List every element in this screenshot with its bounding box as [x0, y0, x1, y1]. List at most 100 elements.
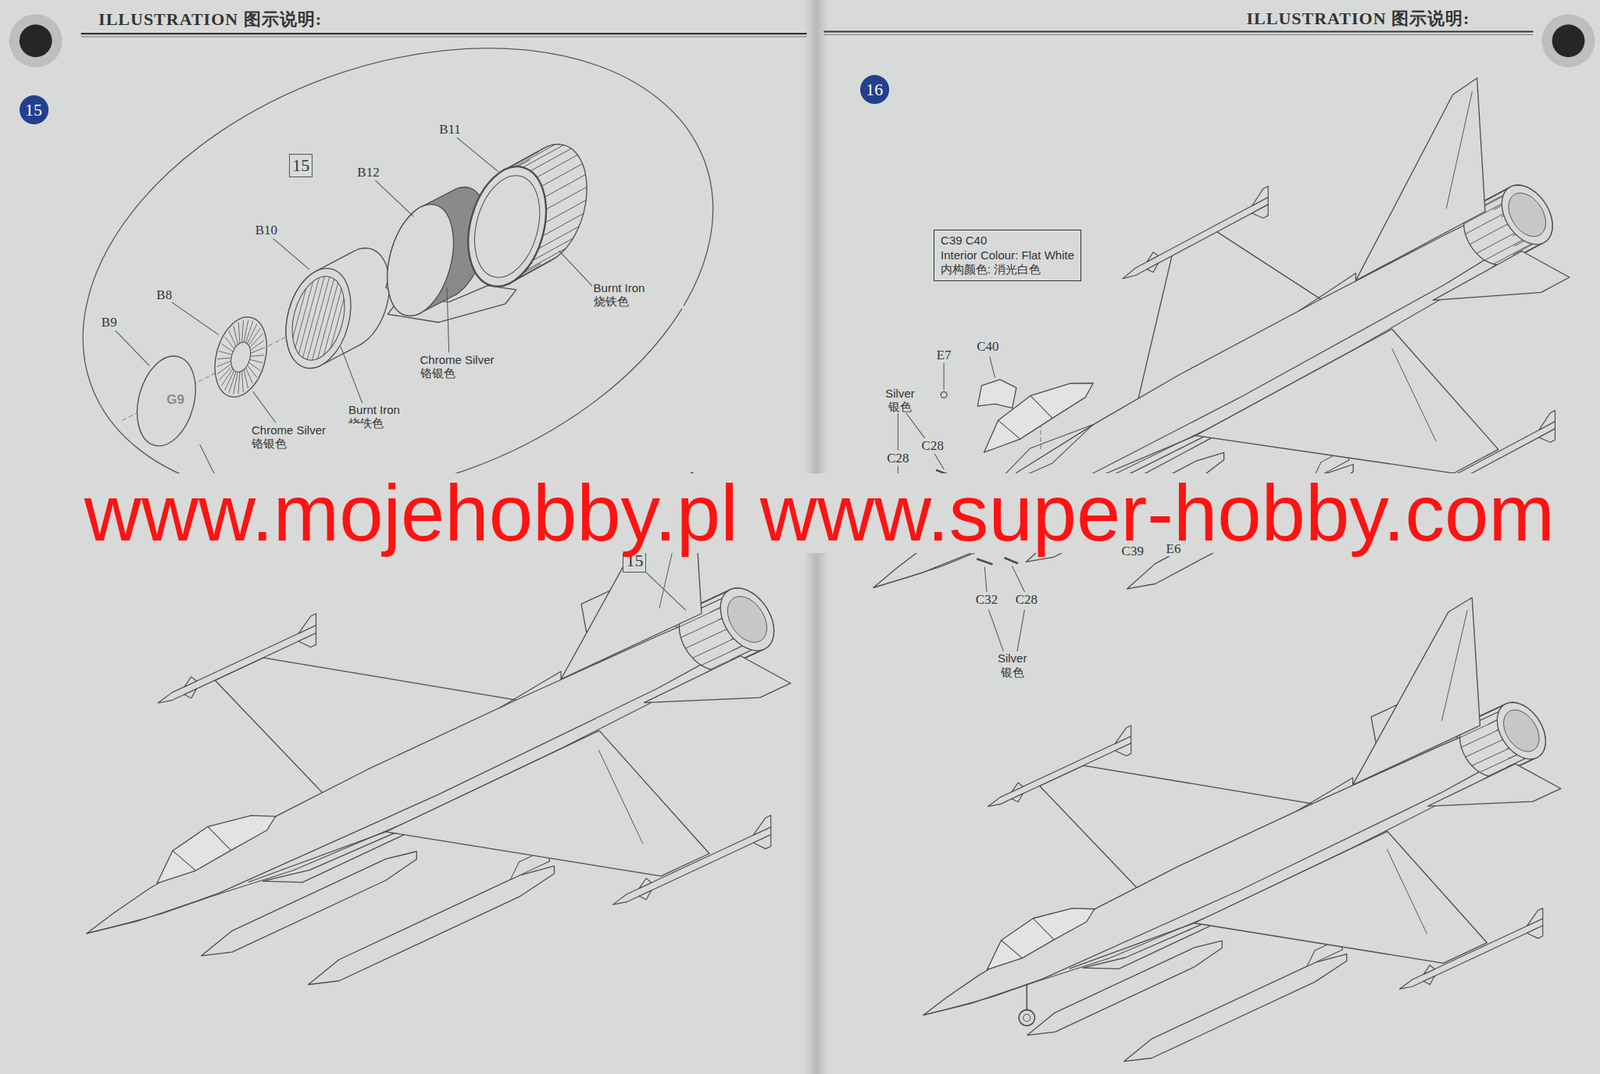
cylinder-stripe [295, 281, 314, 348]
nozzle-exit [1501, 185, 1553, 245]
wing [1195, 328, 1498, 473]
tailplane [643, 656, 791, 704]
paint-callout: Silver 银色 [983, 651, 1041, 679]
watermark: www.mojehobby.pl www.super-hobby.com [84, 473, 1555, 553]
header-rule [824, 30, 1533, 33]
leader-line [457, 137, 498, 172]
wheel [1018, 1010, 1035, 1026]
gear-hub [228, 339, 254, 375]
small-part [1005, 557, 1018, 564]
rudder-line [1446, 91, 1472, 208]
missile [1146, 252, 1158, 263]
paint-note-box: C39 C40Interior Colour: Flat White内构颜色: … [933, 229, 1082, 282]
rudder-line [1442, 610, 1468, 721]
step-circle-fill [860, 75, 890, 104]
missile [988, 735, 1132, 807]
leader-line [1016, 610, 1025, 657]
leader-line [171, 302, 218, 336]
page-header: ILLUSTRATION 图示说明: [1244, 8, 1472, 29]
gear-spoke [247, 365, 258, 378]
paint-note: Interior Colour: Flat White [940, 248, 1075, 264]
step-number: 16 [859, 74, 890, 105]
canopy-frame [207, 826, 232, 850]
hole-punch [19, 24, 53, 58]
nozzle-exit [720, 588, 774, 651]
fin [1355, 78, 1486, 281]
part-number: E6 [1164, 541, 1183, 558]
part-number: B11 [437, 121, 463, 138]
part-number: C39 [1120, 543, 1146, 560]
small-part [977, 559, 992, 565]
fin [1353, 597, 1481, 786]
leader-line [559, 250, 594, 288]
leader-line [984, 567, 987, 592]
rib-line [542, 213, 584, 236]
missile [1423, 965, 1435, 975]
gear-spoke [218, 366, 233, 381]
gear-spoke [250, 333, 264, 348]
part-number: C40 [975, 339, 1000, 355]
canopy [157, 815, 276, 884]
missile [1114, 742, 1131, 756]
callout-box: 15 [289, 153, 313, 178]
missile [1539, 410, 1556, 430]
part-number: E7 [935, 347, 954, 364]
band-face [375, 196, 465, 324]
nozzle-petal [1460, 729, 1499, 747]
nozzle-petal [685, 628, 727, 649]
leader-line [943, 363, 945, 390]
wing-extension [1070, 923, 1195, 969]
nozzle-petal [1471, 748, 1510, 766]
gear-spoke [243, 320, 249, 343]
gear-spoke [242, 320, 244, 343]
cylinder-stripe [330, 298, 344, 349]
wheel-hub [1023, 1014, 1031, 1022]
nozzle-inner [1508, 192, 1547, 237]
wing [1194, 831, 1488, 964]
nozzle-petal [680, 618, 722, 639]
step-label: 15 [625, 552, 643, 570]
part-disc [128, 349, 206, 453]
missile [1423, 976, 1435, 986]
canopy-frame [1030, 396, 1053, 419]
tailplane [1432, 250, 1570, 300]
leader-line [273, 239, 310, 270]
missile [298, 614, 316, 634]
missile [612, 827, 771, 905]
leader-line [897, 413, 899, 450]
flap-line [598, 750, 643, 843]
rib-line [530, 148, 572, 172]
nozzle-petal [1476, 232, 1515, 254]
drop-tank [1124, 953, 1347, 1062]
flap-line [1392, 348, 1436, 441]
rib-line [541, 164, 583, 187]
missile [753, 835, 771, 850]
missile [1011, 782, 1023, 793]
drawing [9, 0, 1596, 1074]
part-list: C39 C40 [940, 233, 987, 249]
part-number: C28 [1014, 592, 1040, 608]
missile [1526, 908, 1543, 927]
leader-line [446, 287, 450, 352]
nozzle-face [455, 157, 558, 296]
part-marking: G9 [164, 392, 186, 408]
page-header: ILLUSTRATION 图示说明: [96, 9, 324, 29]
missile [1011, 793, 1023, 803]
panel-line [873, 547, 988, 588]
header-rule [81, 36, 806, 38]
gear-spoke [218, 351, 232, 355]
wing [385, 730, 710, 876]
header-rule [81, 32, 806, 35]
part-number: B10 [253, 222, 279, 239]
part-gear [206, 311, 275, 404]
gear-spoke [250, 355, 265, 357]
hole-halo [1542, 14, 1596, 68]
paint-callout: Silver 银色 [871, 386, 929, 415]
gear-spoke [217, 357, 232, 359]
cylinder-stripe [323, 289, 342, 356]
canopy-frame [1032, 918, 1054, 940]
leader-line [340, 346, 362, 404]
gear-spoke [238, 371, 240, 394]
dorsal-fairing [1296, 778, 1353, 811]
missile [639, 890, 652, 900]
